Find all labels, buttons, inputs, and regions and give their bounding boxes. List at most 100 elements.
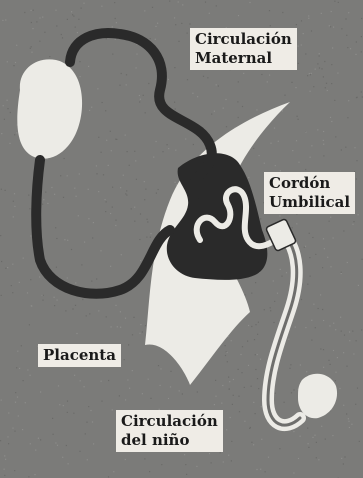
texture-speckle [106,201,107,202]
texture-speckle [307,428,308,429]
texture-speckle [351,424,352,425]
texture-speckle [260,218,261,219]
texture-speckle [67,175,68,176]
texture-speckle [87,459,88,460]
texture-speckle [7,267,8,268]
texture-speckle [313,86,314,87]
texture-speckle [125,318,126,319]
texture-speckle [88,66,89,67]
texture-speckle [22,429,23,430]
texture-speckle [116,139,117,140]
texture-speckle [298,119,299,120]
texture-speckle [259,155,260,156]
texture-speckle [214,111,215,112]
texture-speckle [111,326,112,327]
texture-speckle [120,187,121,188]
texture-speckle [144,199,145,200]
texture-speckle [181,23,182,24]
texture-speckle [125,193,126,194]
texture-speckle [339,388,340,389]
texture-speckle [98,137,99,138]
texture-speckle [264,163,265,164]
texture-speckle [146,237,147,238]
texture-speckle [5,190,6,191]
texture-speckle [153,157,154,158]
texture-speckle [231,460,232,461]
texture-speckle [140,99,141,100]
texture-speckle [327,257,328,258]
texture-speckle [330,266,331,267]
texture-speckle [344,456,345,457]
texture-speckle [19,282,20,283]
texture-speckle [300,364,301,365]
texture-speckle [120,327,121,328]
texture-speckle [323,155,324,156]
texture-speckle [89,110,90,111]
texture-speckle [161,464,162,465]
texture-speckle [245,294,246,295]
texture-speckle [43,199,44,200]
texture-speckle [209,453,210,454]
texture-speckle [228,377,229,378]
placenta-label: Placenta [38,344,121,367]
texture-speckle [7,108,8,109]
texture-speckle [56,25,57,26]
texture-speckle [91,107,92,108]
texture-speckle [356,160,357,161]
texture-speckle [264,309,265,310]
texture-speckle [64,239,65,240]
texture-speckle [116,22,117,23]
texture-speckle [307,284,308,285]
texture-speckle [256,109,257,110]
texture-speckle [4,119,5,120]
texture-speckle [67,401,68,402]
texture-speckle [36,21,37,22]
texture-speckle [79,173,80,174]
texture-speckle [273,280,274,281]
texture-speckle [270,143,271,144]
texture-speckle [278,141,279,142]
texture-speckle [12,292,13,293]
texture-speckle [140,213,141,214]
texture-speckle [356,178,357,179]
texture-speckle [311,320,312,321]
texture-speckle [189,23,190,24]
texture-speckle [357,388,358,389]
texture-speckle [83,3,84,4]
texture-speckle [256,469,257,470]
texture-speckle [96,278,97,279]
texture-speckle [34,474,35,475]
texture-speckle [341,28,342,29]
texture-speckle [121,73,122,74]
texture-speckle [39,17,40,18]
texture-speckle [55,442,56,443]
texture-speckle [225,345,226,346]
texture-speckle [317,63,318,64]
texture-speckle [361,51,362,52]
texture-speckle [162,151,163,152]
texture-speckle [284,402,285,403]
texture-speckle [282,12,283,13]
texture-speckle [144,181,145,182]
texture-speckle [79,61,80,62]
texture-speckle [185,138,186,139]
texture-speckle [255,413,256,414]
texture-speckle [335,136,336,137]
texture-speckle [218,85,219,86]
texture-speckle [40,439,41,440]
texture-speckle [186,474,187,475]
texture-speckle [305,53,306,54]
texture-speckle [143,95,144,96]
texture-speckle [261,74,262,75]
texture-speckle [323,349,324,350]
texture-speckle [101,6,102,7]
texture-speckle [321,68,322,69]
texture-speckle [72,308,73,309]
texture-speckle [74,188,75,189]
texture-speckle [31,52,32,53]
texture-speckle [67,19,68,20]
texture-speckle [274,128,275,129]
texture-speckle [119,85,120,86]
texture-speckle [10,112,11,113]
